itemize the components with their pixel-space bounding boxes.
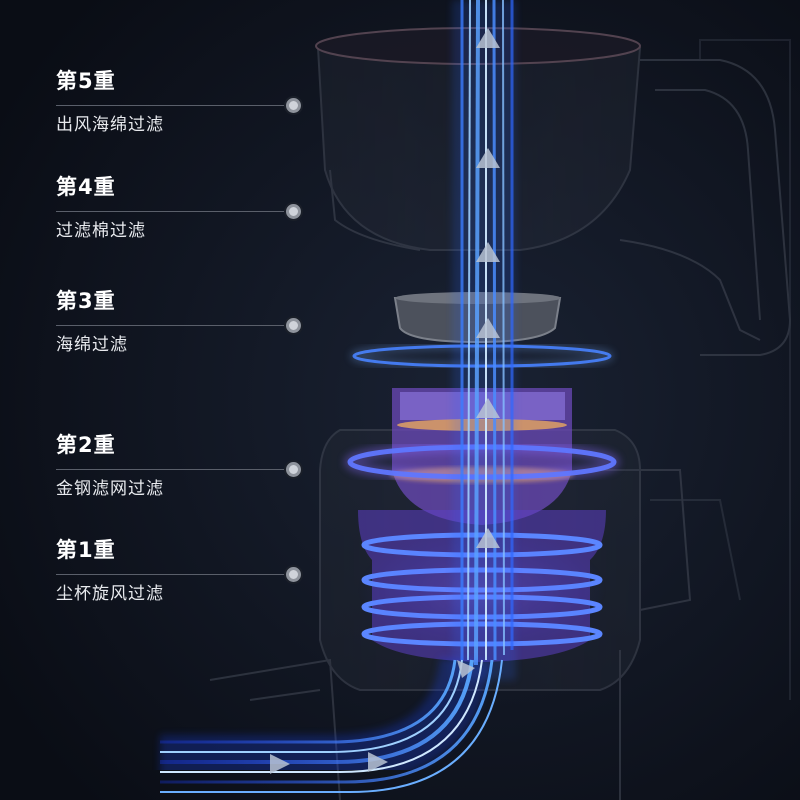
stage-2-description: 金钢滤网过滤 xyxy=(56,479,164,499)
stage-4-description: 过滤棉过滤 xyxy=(56,221,146,241)
stage-4-leader-line xyxy=(56,211,288,212)
arrow-up-icon xyxy=(476,242,500,262)
arrow-up-icon xyxy=(476,148,500,168)
stage-5-description: 出风海绵过滤 xyxy=(56,115,164,135)
stage-3-marker-icon xyxy=(286,318,301,333)
airflow-hose xyxy=(160,656,503,793)
stage-1-title: 第1重 xyxy=(56,538,116,562)
stage-5-leader-line xyxy=(56,105,288,106)
stage-2-leader-line xyxy=(56,469,288,470)
stage-4-marker-icon xyxy=(286,204,301,219)
arrow-right-icon xyxy=(270,754,290,774)
stage-1-leader-line xyxy=(56,574,288,575)
arrow-up-icon xyxy=(476,28,500,48)
stage-4-title: 第4重 xyxy=(56,175,116,199)
airflow-arrows xyxy=(270,28,500,774)
arrow-up-icon xyxy=(476,318,500,338)
stage-2-marker-icon xyxy=(286,462,301,477)
arrow-up-icon xyxy=(476,528,500,548)
stage-3-description: 海绵过滤 xyxy=(56,335,128,355)
stage-5-marker-icon xyxy=(286,98,301,113)
stage-2-title: 第2重 xyxy=(56,433,116,457)
stage-5-title: 第5重 xyxy=(56,69,116,93)
arrow-right-icon xyxy=(457,660,475,678)
stage-1-description: 尘杯旋风过滤 xyxy=(56,584,164,604)
stage-1-marker-icon xyxy=(286,567,301,582)
airflow-vertical xyxy=(452,0,516,680)
stage-3-title: 第3重 xyxy=(56,289,116,313)
arrow-up-icon xyxy=(476,398,500,418)
stage-3-leader-line xyxy=(56,325,288,326)
arrow-right-icon xyxy=(368,752,388,772)
